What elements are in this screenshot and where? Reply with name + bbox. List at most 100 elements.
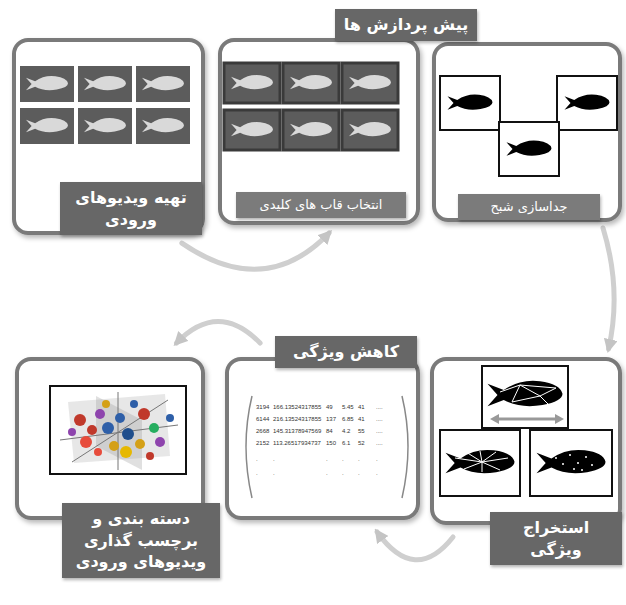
table-cell: 113.26517934737 bbox=[273, 440, 321, 446]
step-label: دسته بندی و برچسب گذاری ویدیوهای ورودی bbox=[76, 509, 207, 571]
fish-silhouette bbox=[507, 140, 552, 155]
data-ball bbox=[94, 448, 102, 456]
step-label: کاهش ویژگی bbox=[293, 342, 399, 361]
scatter-plot bbox=[50, 386, 186, 474]
fish bbox=[26, 118, 68, 132]
label-box: انتخاب قاب های کلیدی bbox=[236, 192, 406, 218]
dot bbox=[569, 454, 571, 456]
data-ball bbox=[109, 441, 119, 451]
thumbnail bbox=[78, 108, 132, 144]
table-cell: . bbox=[376, 470, 378, 476]
measure-arrow bbox=[496, 418, 558, 421]
texture-dots bbox=[555, 451, 593, 471]
data-ball bbox=[146, 452, 154, 460]
process-panel: کاهش ویژگی bbox=[225, 357, 420, 520]
silhouette-box bbox=[499, 122, 559, 176]
step-label: جداسازی شبح bbox=[490, 199, 567, 214]
step-label: استخراج ویژگی bbox=[523, 518, 589, 559]
thumbnail bbox=[283, 63, 339, 103]
process-panel: تهیه ویدیوهای ورودی bbox=[12, 38, 205, 235]
data-ball bbox=[68, 428, 76, 436]
data-ball bbox=[102, 422, 114, 434]
table-cell: 3194 bbox=[256, 404, 269, 410]
fish bbox=[349, 122, 391, 136]
table-cell: . bbox=[342, 456, 344, 462]
label-box: استخراج ویژگی bbox=[490, 512, 622, 565]
thumbnail bbox=[283, 110, 339, 150]
feature-box bbox=[482, 366, 568, 428]
table-cell: 84 bbox=[326, 428, 333, 434]
group-header: پیش پردازش ها bbox=[335, 9, 477, 41]
fish bbox=[231, 75, 273, 89]
header-text: پیش پردازش ها bbox=[344, 15, 468, 34]
table-cell: .... bbox=[376, 404, 383, 410]
table-cell: 4.2 bbox=[342, 428, 350, 434]
process-panel: استخراج ویژگی bbox=[430, 357, 622, 525]
label-box: جداسازی شبح bbox=[458, 194, 600, 220]
table-cell: . bbox=[326, 470, 328, 476]
table-cell: . bbox=[273, 456, 275, 462]
table-cell: . bbox=[256, 456, 258, 462]
table-cell: 5.45 bbox=[342, 404, 354, 410]
fish bbox=[84, 76, 126, 90]
data-ball bbox=[155, 437, 165, 447]
label-box: تهیه ویدیوهای ورودی bbox=[60, 182, 202, 235]
silhouette-box bbox=[440, 76, 500, 130]
table-cell: 216.13524317855 bbox=[273, 416, 321, 422]
data-ball bbox=[80, 436, 92, 448]
data-ball bbox=[122, 428, 134, 440]
fish bbox=[231, 122, 273, 136]
fish bbox=[142, 118, 184, 132]
thumbnail bbox=[78, 66, 132, 102]
dot bbox=[577, 462, 579, 464]
dot bbox=[573, 468, 575, 470]
process-panel: انتخاب قاب های کلیدی bbox=[218, 38, 420, 225]
data-ball bbox=[138, 408, 150, 420]
thumbnail bbox=[20, 108, 74, 144]
data-ball bbox=[135, 439, 145, 449]
flow-arrow bbox=[182, 233, 329, 269]
data-ball bbox=[95, 409, 105, 419]
process-panel: جداسازی شبح bbox=[432, 42, 622, 222]
thumbnail bbox=[342, 110, 398, 150]
dot bbox=[559, 451, 561, 453]
table-cell: 6.1 bbox=[342, 440, 350, 446]
dot bbox=[591, 464, 593, 466]
thumbnail bbox=[136, 108, 190, 144]
table-cell: 145.31378947569 bbox=[273, 428, 321, 434]
table-cell: 150 bbox=[326, 440, 336, 446]
table-cell: . bbox=[376, 456, 378, 462]
silhouette-box bbox=[557, 76, 617, 130]
fish bbox=[142, 76, 184, 90]
flow-arrow bbox=[177, 322, 261, 344]
matrix-bracket bbox=[246, 396, 252, 498]
table-cell: 52 bbox=[358, 440, 365, 446]
table-cell: . bbox=[273, 470, 275, 476]
table-cell: 41 bbox=[358, 404, 365, 410]
table-cell: . bbox=[326, 456, 328, 462]
table-cell: 49 bbox=[326, 404, 333, 410]
data-ball bbox=[166, 414, 174, 422]
step-label: تهیه ویدیوهای ورودی bbox=[75, 188, 186, 229]
arrow-head bbox=[490, 414, 499, 424]
table-cell: . bbox=[358, 470, 360, 476]
thumbnail bbox=[136, 66, 190, 102]
fish bbox=[290, 75, 332, 89]
label-box: کاهش ویژگی bbox=[275, 336, 417, 368]
feature-figures bbox=[440, 366, 612, 496]
feature-box bbox=[440, 430, 520, 496]
data-ball bbox=[115, 413, 125, 423]
thumbnail bbox=[224, 63, 280, 103]
step-label: انتخاب قاب های کلیدی bbox=[260, 197, 383, 212]
data-ball bbox=[130, 400, 138, 408]
fish bbox=[349, 75, 391, 89]
table-cell: 2152 bbox=[256, 440, 269, 446]
table-cell: 41 bbox=[358, 416, 365, 422]
fish bbox=[84, 118, 126, 132]
table-cell: .... bbox=[376, 440, 383, 446]
axis bbox=[72, 400, 168, 462]
silhouettes bbox=[440, 76, 617, 176]
fish-silhouette bbox=[565, 94, 610, 109]
process-panel: دسته بندی و برچسب گذاری ویدیوهای ورودی bbox=[15, 357, 205, 520]
